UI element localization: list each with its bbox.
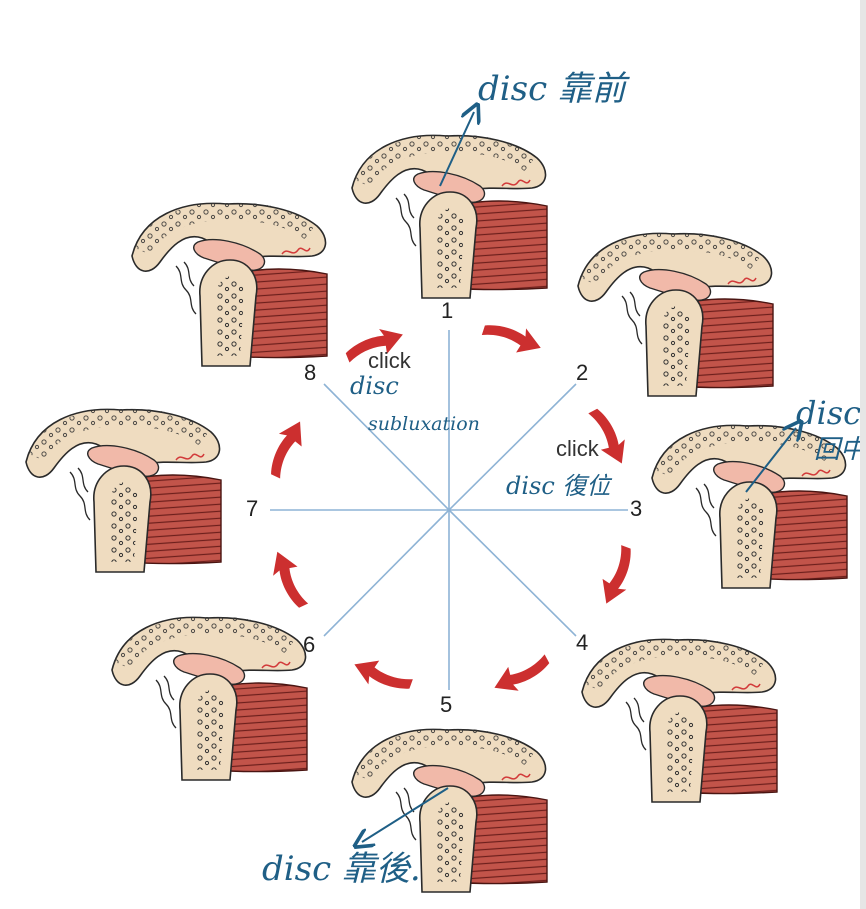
handwritten-subluxation-8: subluxation [368, 413, 480, 435]
spoke-8 [323, 383, 450, 511]
handwritten-note-5: disc 靠後. [262, 849, 421, 889]
joint-illustration-4 [582, 639, 777, 802]
handwritten-note-3-disc: disc [796, 394, 861, 432]
position-number-7: 7 [246, 496, 258, 521]
spoke-6 [323, 509, 450, 637]
right-edge-strip [860, 0, 866, 909]
annotation-arrow-1 [439, 112, 474, 187]
handwritten-reduction-3: disc 復位 [506, 472, 612, 500]
axis-spokes [270, 330, 628, 690]
handwritten-disc-8: disc [350, 372, 399, 400]
position-number-5: 5 [440, 692, 452, 717]
arrow-5-to-6 [349, 653, 415, 698]
handwritten-note-1: disc 靠前 [478, 69, 630, 109]
position-number-4: 4 [576, 630, 588, 655]
click-label-8: click [368, 348, 412, 373]
position-number-6: 6 [303, 632, 315, 657]
position-number-2: 2 [576, 360, 588, 385]
annotation-arrow-5 [362, 787, 449, 842]
joint-illustration-1 [352, 135, 547, 298]
handwritten-note-3: disc [796, 394, 861, 432]
joint-illustration-7 [26, 409, 221, 572]
position-number-1: 1 [441, 298, 453, 323]
spoke-2 [448, 383, 577, 511]
arrow-6-to-7 [264, 546, 314, 612]
click-label-3: click [556, 436, 600, 461]
annotation-arrow-3 [745, 428, 796, 493]
arrow-3-to-4 [595, 543, 640, 609]
position-number-3: 3 [630, 496, 642, 521]
spoke-4 [448, 509, 577, 637]
joint-illustration-2 [578, 233, 773, 396]
arrow-7-to-8 [262, 415, 311, 481]
position-number-8: 8 [304, 360, 316, 385]
arrow-4-to-5 [488, 649, 554, 701]
arrow-1-to-2 [479, 316, 546, 360]
joint-illustration-8 [132, 203, 327, 366]
handwritten-note-3-tail: 回中 [814, 435, 866, 465]
joint-illustration-6 [112, 617, 307, 780]
